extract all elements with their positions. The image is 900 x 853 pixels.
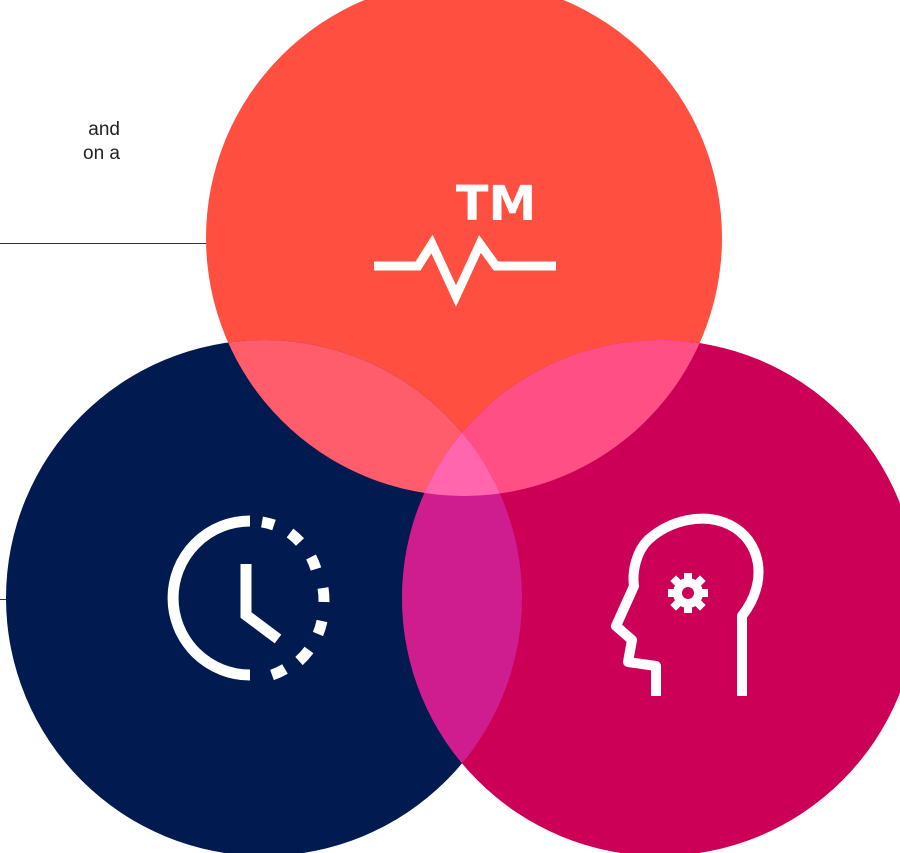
- gear-icon: [668, 573, 708, 613]
- tm-letters: TM: [456, 176, 537, 232]
- tm-heartbeat-icon: TM: [374, 176, 556, 307]
- head-gear-icon: [611, 513, 764, 696]
- connector-line-top: [0, 243, 208, 244]
- text-fragment-on-a: on a: [83, 143, 120, 164]
- overlap-top-left: [206, 340, 522, 496]
- text-fragment-and: and: [88, 119, 120, 140]
- overlap-top-right: [402, 340, 722, 496]
- clock-icon: [167, 515, 330, 681]
- cropped-description-text: and on a: [0, 118, 120, 166]
